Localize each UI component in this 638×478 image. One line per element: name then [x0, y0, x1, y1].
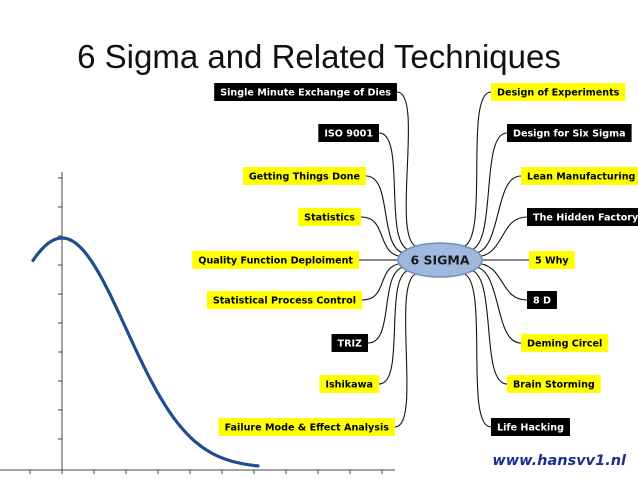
node-label: Life Hacking: [497, 422, 564, 433]
right-connector-line: [472, 175, 522, 255]
node-label: Getting Things Done: [249, 171, 361, 182]
node-label: Statistical Process Control: [213, 295, 356, 306]
node-label: Lean Manufacturing: [527, 171, 636, 182]
node-label: Design for Six Sigma: [513, 128, 626, 139]
right-branch-node: Brain Storming: [507, 375, 601, 393]
node-label: Brain Storming: [513, 379, 595, 390]
left-branch-node: Getting Things Done: [242, 167, 366, 185]
node-box: [491, 83, 626, 101]
node-label: The Hidden Factory: [533, 212, 638, 223]
right-connector-line: [460, 272, 492, 428]
center-node: 6 SIGMA: [397, 242, 483, 278]
node-box: [214, 83, 397, 101]
bell-curve-path: [31, 236, 260, 468]
left-connector-line: [365, 175, 408, 255]
right-connector-line: [472, 265, 522, 344]
right-branch-node: Design for Six Sigma: [507, 124, 632, 142]
page-title: 6 Sigma and Related Techniques: [77, 38, 561, 75]
node-box: [206, 291, 362, 309]
node-box: [527, 291, 557, 309]
node-box: [491, 418, 570, 436]
bell-curve-axes: [0, 172, 395, 474]
left-branch-node: Single Minute Exchange of Dies: [214, 83, 397, 101]
node-box: [318, 124, 379, 142]
node-label: 8 D: [533, 295, 551, 306]
left-connector-line: [394, 272, 420, 428]
left-connector-line: [396, 91, 420, 248]
left-branch-node: Quality Function Deploiment: [192, 251, 359, 269]
right-branch-node: The Hidden Factory: [527, 208, 638, 226]
node-label: Deming Circel: [527, 338, 602, 349]
left-connector-line: [378, 269, 412, 385]
node-box: [331, 334, 368, 352]
node-box: [319, 375, 379, 393]
node-label: ISO 9001: [324, 128, 373, 139]
left-branch-node: Statistical Process Control: [206, 291, 362, 309]
center-ellipse: [397, 242, 483, 278]
node-box: [298, 208, 361, 226]
node-box: [529, 251, 575, 269]
left-branch-node: Statistics: [298, 208, 361, 226]
right-branch-node: Design of Experiments: [491, 83, 626, 101]
bell-curve-graphic: [31, 236, 260, 468]
node-box: [192, 251, 359, 269]
center-label: 6 SIGMA: [410, 253, 469, 268]
left-connector-line: [378, 132, 412, 251]
left-branch-node: Ishikawa: [319, 375, 379, 393]
node-box: [507, 124, 632, 142]
right-connector-line: [468, 132, 508, 251]
node-label: Statistics: [304, 212, 355, 223]
website-url: www.hansvv1.nl: [492, 453, 626, 469]
right-branch-node: Deming Circel: [521, 334, 609, 352]
node-box: [218, 418, 395, 436]
node-box: [521, 334, 609, 352]
node-label: 5 Why: [535, 255, 569, 266]
left-connector-line: [367, 265, 408, 344]
node-label: Ishikawa: [325, 379, 373, 390]
right-connector-line: [468, 269, 508, 385]
node-box: [521, 167, 638, 185]
node-box: [527, 208, 638, 226]
left-branch-node: TRIZ: [331, 334, 368, 352]
right-branch-node: Lean Manufacturing: [521, 167, 638, 185]
right-branch-node: Life Hacking: [491, 418, 570, 436]
node-label: Quality Function Deploiment: [198, 255, 353, 266]
node-box: [242, 167, 366, 185]
node-label: Design of Experiments: [497, 87, 620, 98]
left-connector-line: [360, 216, 405, 258]
right-branch-node: 5 Why: [529, 251, 575, 269]
node-label: TRIZ: [338, 338, 363, 349]
left-connector-line: [361, 262, 405, 301]
right-connector-line: [475, 216, 528, 258]
left-branch-node: ISO 9001: [318, 124, 379, 142]
node-box: [507, 375, 601, 393]
node-label: Failure Mode & Effect Analysis: [225, 422, 390, 433]
node-label: Single Minute Exchange of Dies: [220, 87, 391, 98]
left-branch-node: Failure Mode & Effect Analysis: [218, 418, 395, 436]
right-branch-node: 8 D: [527, 291, 557, 309]
right-connector-line: [460, 91, 492, 248]
right-connector-line: [475, 262, 528, 301]
